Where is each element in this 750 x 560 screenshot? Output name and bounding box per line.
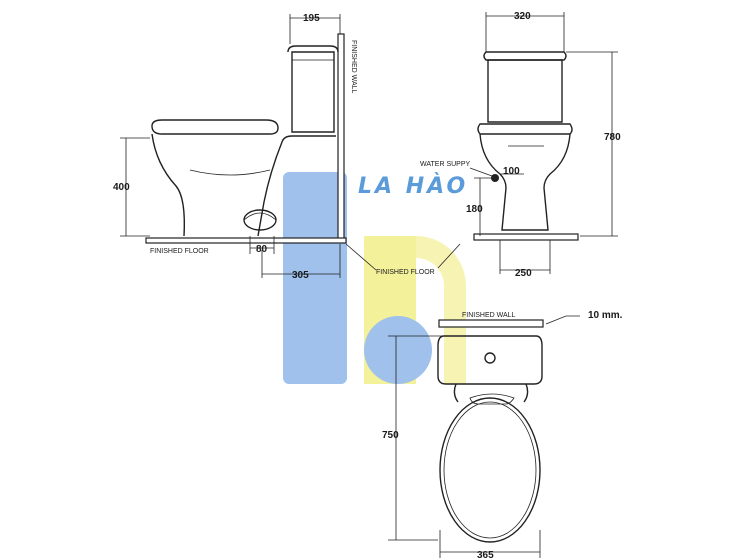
watermark-blue-bar bbox=[283, 172, 347, 384]
side-view: 195 400 80 305 FINISHED WALL FINISHED FL… bbox=[113, 13, 357, 281]
top-label-wall: FINISHED WALL bbox=[462, 312, 516, 319]
top-tank bbox=[437, 335, 543, 385]
side-label-floor: FINISHED FLOOR bbox=[150, 248, 209, 255]
side-tank-lid bbox=[287, 45, 339, 53]
front-tank bbox=[487, 59, 563, 123]
front-tank-lid bbox=[483, 51, 567, 61]
top-finished-wall bbox=[438, 319, 544, 328]
front-dim-base: 250 bbox=[515, 268, 532, 279]
top-dim-width: 365 bbox=[477, 550, 494, 560]
front-view: 320 780 180 100 250 WATER SUPPY bbox=[420, 11, 621, 279]
top-view: 750 365 10 mm. FINISHED WALL bbox=[382, 310, 623, 560]
watermark-logo bbox=[283, 172, 466, 384]
side-dim-rough-in: 305 bbox=[292, 270, 309, 281]
watermark-text: LA HÀO bbox=[358, 173, 468, 199]
center-label-floor: FINISHED FLOOR bbox=[376, 269, 435, 276]
side-bowl-front bbox=[151, 133, 186, 237]
side-finished-wall bbox=[337, 33, 345, 241]
front-dim-supply-height: 180 bbox=[466, 204, 483, 215]
side-dim-outlet: 80 bbox=[256, 244, 268, 255]
front-label-supply: WATER SUPPY bbox=[420, 161, 471, 168]
top-flush-button bbox=[484, 352, 496, 364]
side-dim-top: 195 bbox=[303, 13, 320, 24]
side-label-wall: FINISHED WALL bbox=[350, 40, 357, 94]
top-bowl-inner bbox=[443, 401, 537, 539]
front-water-supply-point bbox=[491, 174, 499, 182]
front-bowl bbox=[479, 133, 571, 231]
side-bowl-back bbox=[257, 135, 336, 237]
front-floor bbox=[473, 233, 579, 241]
top-seat bbox=[439, 397, 541, 543]
top-dim-gap: 10 mm. bbox=[588, 310, 623, 321]
front-dim-supply-offset: 100 bbox=[503, 166, 520, 177]
side-seat-lid bbox=[151, 119, 279, 135]
watermark-yellow-arc bbox=[416, 236, 466, 384]
watermark-blue-circle bbox=[364, 316, 432, 384]
top-dim-length: 750 bbox=[382, 430, 399, 441]
front-dim-height: 780 bbox=[604, 132, 621, 143]
front-seat bbox=[477, 123, 573, 135]
side-tank bbox=[291, 51, 335, 133]
side-dim-height: 400 bbox=[113, 182, 130, 193]
side-finished-floor bbox=[145, 237, 347, 244]
front-dim-top: 320 bbox=[514, 11, 531, 22]
